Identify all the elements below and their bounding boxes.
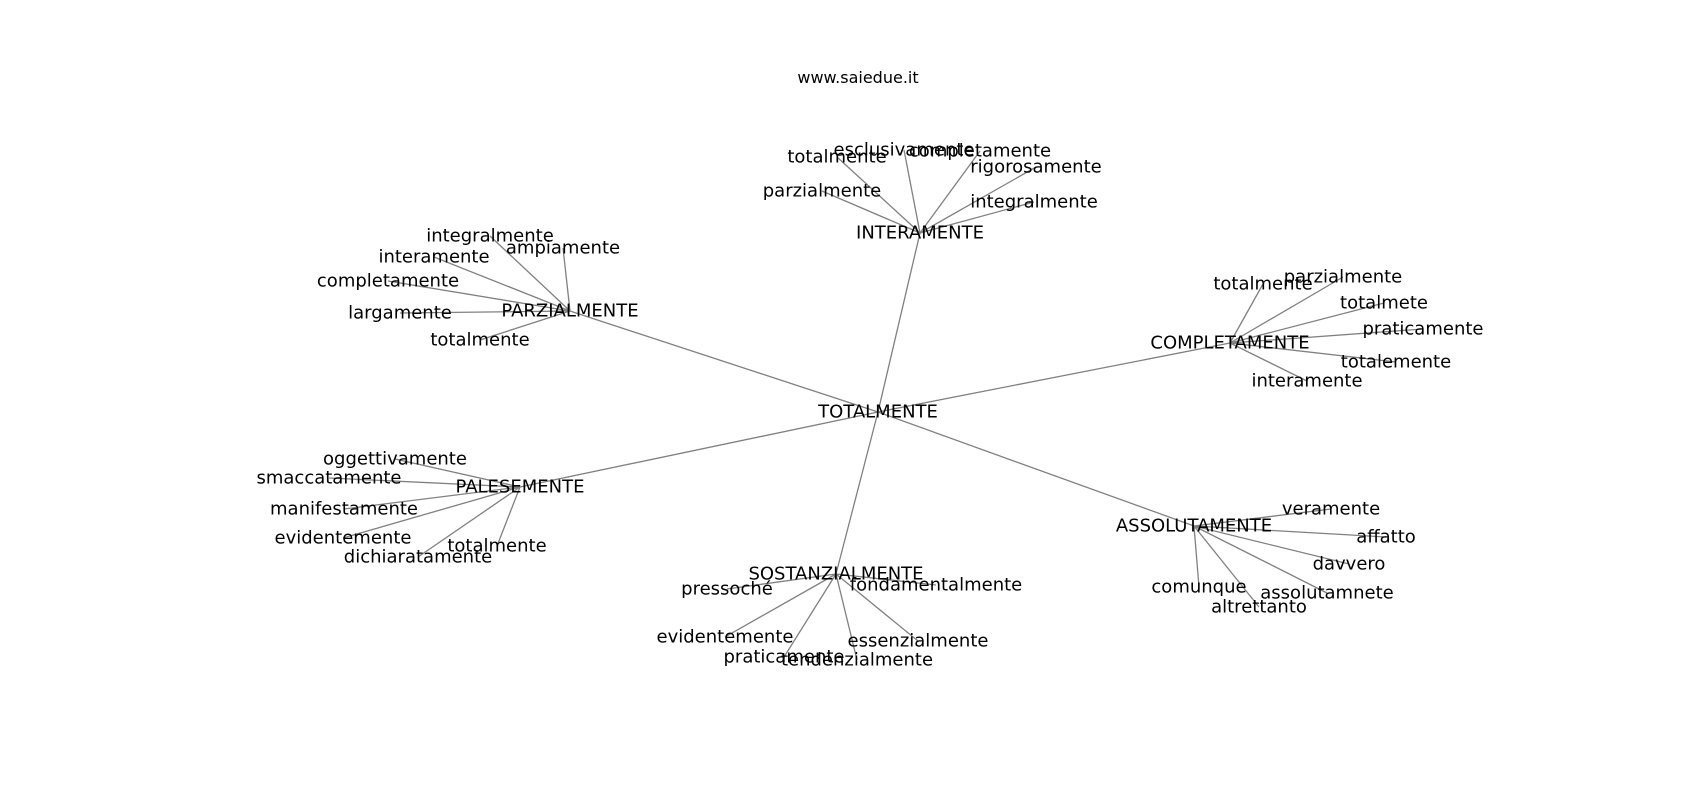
edge-palesemente-to-totalmente	[496, 486, 521, 547]
edge-palesemente-to-oggettivamente	[394, 458, 521, 488]
site-url: www.saiedue.it	[797, 68, 918, 87]
edge-assolutamente-to-affatto	[1193, 525, 1387, 538]
edge-assolutamente-to-veramente	[1193, 508, 1332, 527]
leaf-node-completamente-totalmete: totalmete	[1340, 293, 1428, 314]
leaf-node-completamente-totalmente: totalmente	[1213, 274, 1312, 295]
edge-parzialmente-to-completamente	[387, 280, 571, 312]
edge-palesemente-to-manifestamente	[343, 486, 521, 510]
edge-sostanzialmente-to-praticamente	[783, 573, 837, 658]
leaf-node-assolutamente-comunque: comunque	[1151, 577, 1246, 598]
cluster-node-sostanzialmente: SOSTANZIALMENTE	[748, 564, 923, 585]
graph-labels: TOTALMENTEPARZIALMENTEintegralmenteampia…	[256, 140, 1483, 671]
leaf-node-interamente-rigorosamente: rigorosamente	[970, 157, 1101, 178]
leaf-node-sostanzialmente-fondamentalmente: fondamentalmente	[850, 575, 1022, 596]
edge-assolutamente-to-comunque	[1193, 525, 1200, 588]
root-node-label: TOTALMENTE	[817, 402, 938, 423]
edge-interamente-to-rigorosamente	[919, 166, 1037, 234]
leaf-node-sostanzialmente-pressoche: pressoché	[681, 579, 773, 600]
leaf-node-assolutamente-assolutamnete: assolutamnete	[1260, 583, 1393, 604]
edge-root-to-interamente	[877, 232, 921, 413]
cluster-node-parzialmente: PARZIALMENTE	[501, 301, 638, 322]
cluster-node-completamente: COMPLETAMENTE	[1150, 333, 1309, 354]
edge-sostanzialmente-to-pressoche	[726, 573, 837, 590]
edge-completamente-to-totalmente	[1229, 283, 1264, 344]
leaf-node-palesemente-dichiaratamente: dichiaratamente	[344, 547, 492, 568]
edge-completamente-to-totalemente	[1229, 342, 1397, 363]
leaf-node-sostanzialmente-essenzialmente: essenzialmente	[848, 631, 989, 652]
edge-sostanzialmente-to-tendenzialmente	[835, 573, 858, 661]
leaf-node-sostanzialmente-tendenzialmente: tendenzialmente	[781, 650, 933, 671]
leaf-node-interamente-esclusivamente: esclusivamente	[834, 140, 975, 161]
leaf-node-palesemente-oggettivamente: oggettivamente	[323, 449, 467, 470]
leaf-node-assolutamente-davvero: davvero	[1313, 554, 1386, 575]
leaf-node-interamente-completamente: completamente	[909, 141, 1051, 162]
edge-interamente-to-completamente	[919, 150, 981, 234]
leaf-node-parzialmente-interamente: interamente	[378, 247, 489, 268]
edge-palesemente-to-evidentemente	[342, 486, 521, 539]
edge-assolutamente-to-davvero	[1193, 525, 1350, 565]
leaf-node-interamente-parzialmente: parzialmente	[763, 181, 882, 202]
leaf-node-completamente-praticamente: praticamente	[1363, 319, 1484, 340]
edge-interamente-to-esclusivamente	[903, 149, 921, 234]
cluster-node-palesemente: PALESEMENTE	[456, 477, 585, 498]
edge-root-to-parzialmente	[569, 310, 879, 413]
leaf-node-interamente-totalmente: totalmente	[787, 147, 886, 168]
cluster-node-interamente: INTERAMENTE	[856, 223, 984, 244]
edge-parzialmente-to-totalmente	[479, 310, 571, 341]
edge-interamente-to-integralmente	[919, 201, 1035, 234]
leaf-node-parzialmente-ampiamente: ampiamente	[506, 238, 620, 259]
edge-palesemente-to-smaccatamente	[328, 477, 521, 488]
edge-parzialmente-to-largamente	[399, 310, 571, 314]
edge-interamente-to-totalmente	[836, 156, 921, 234]
edge-palesemente-to-dichiaratamente	[417, 486, 521, 558]
edge-parzialmente-to-integralmente	[489, 235, 571, 312]
leaf-node-parzialmente-largamente: largamente	[348, 303, 452, 324]
leaf-node-assolutamente-affatto: affatto	[1356, 527, 1416, 548]
edge-parzialmente-to-ampiamente	[562, 247, 571, 312]
edge-completamente-to-interamente	[1229, 342, 1308, 382]
leaf-node-palesemente-smaccatamente: smaccatamente	[256, 468, 401, 489]
edge-completamente-to-praticamente	[1229, 328, 1424, 344]
leaf-node-completamente-totalemente: totalemente	[1341, 352, 1451, 373]
edge-interamente-to-parzialmente	[821, 190, 921, 234]
edge-completamente-to-totalmete	[1229, 302, 1385, 344]
cluster-node-assolutamente: ASSOLUTAMENTE	[1116, 516, 1272, 537]
edge-assolutamente-to-assolutamnete	[1193, 525, 1328, 594]
leaf-node-completamente-interamente: interamente	[1251, 371, 1362, 392]
edge-completamente-to-parzialmente	[1229, 276, 1344, 344]
leaf-node-parzialmente-totalmente: totalmente	[430, 330, 529, 351]
edge-root-to-palesemente	[519, 411, 879, 488]
leaf-node-assolutamente-altrettanto: altrettanto	[1211, 597, 1307, 618]
leaf-node-sostanzialmente-evidentemente: evidentemente	[657, 627, 794, 648]
edge-sostanzialmente-to-evidentemente	[724, 573, 837, 638]
edge-assolutamente-to-altrettanto	[1193, 525, 1260, 608]
edge-sostanzialmente-to-essenzialmente	[835, 573, 919, 642]
edge-root-to-assolutamente	[877, 411, 1195, 527]
leaf-node-interamente-integralmente: integralmente	[970, 192, 1098, 213]
leaf-node-parzialmente-completamente: completamente	[317, 271, 459, 292]
leaf-node-palesemente-totalmente: totalmente	[447, 536, 546, 557]
graph-edges	[328, 149, 1424, 661]
edge-parzialmente-to-interamente	[433, 256, 571, 312]
edge-root-to-sostanzialmente	[835, 411, 879, 575]
leaf-node-palesemente-evidentemente: evidentemente	[275, 528, 412, 549]
leaf-node-assolutamente-veramente: veramente	[1282, 499, 1380, 520]
leaf-node-parzialmente-integralmente: integralmente	[426, 226, 554, 247]
edge-root-to-completamente	[877, 342, 1231, 413]
leaf-node-completamente-parzialmente: parzialmente	[1284, 267, 1403, 288]
leaf-node-palesemente-manifestamente: manifestamente	[270, 499, 418, 520]
edge-sostanzialmente-to-fondamentalmente	[835, 573, 937, 586]
leaf-node-sostanzialmente-praticamente: praticamente	[724, 647, 845, 668]
